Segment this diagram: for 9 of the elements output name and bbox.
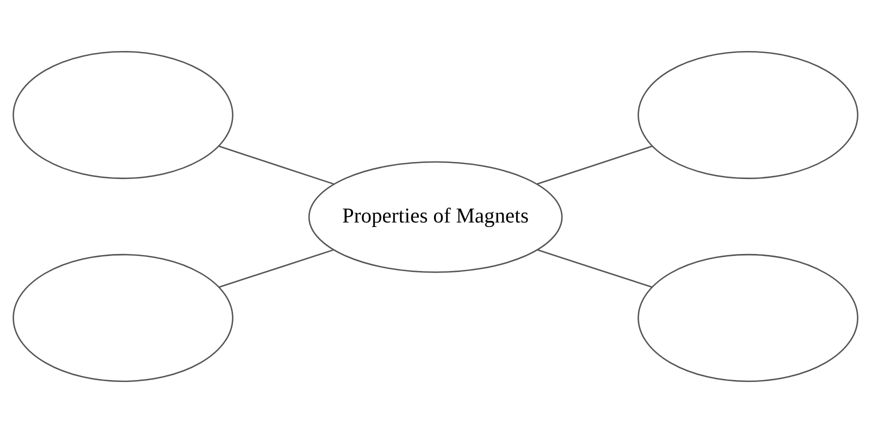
connector [536, 145, 652, 184]
node-ellipse: Properties of Magnets [308, 160, 563, 272]
node-ellipse [12, 253, 234, 382]
connector [218, 145, 334, 184]
connector [537, 248, 652, 288]
node-ellipse [12, 50, 234, 179]
node-ellipse [638, 253, 858, 382]
node-ellipse [638, 50, 858, 179]
connector [218, 248, 334, 288]
